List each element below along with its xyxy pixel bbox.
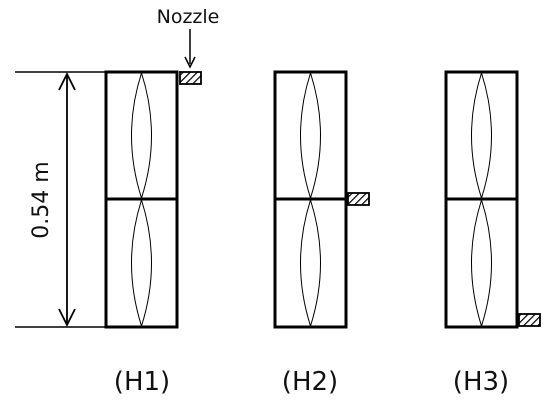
- height-dimension: 0.54 m: [15, 71, 106, 328]
- column-h2-lower-lens: [300, 198, 321, 328]
- nozzle-label: Nozzle: [157, 6, 220, 28]
- nozzle-annotation: Nozzle: [157, 6, 220, 69]
- nozzle-h2: [347, 192, 370, 206]
- dimension-arrowhead-bottom: [58, 308, 76, 328]
- nozzle-pointer-arrowhead: [184, 56, 196, 69]
- column-h3-bottom-section: [444, 197, 519, 329]
- case-label-h3: (H3): [453, 367, 509, 397]
- column-h1-lower-lens: [131, 198, 152, 328]
- case-h3: (H3): [444, 70, 541, 397]
- case-label-h2: (H2): [282, 367, 338, 397]
- column-h3-lower-lens: [471, 198, 492, 328]
- nozzle-h1: [179, 71, 202, 85]
- case-h2: (H2): [273, 70, 370, 397]
- column-h3-upper-lens: [471, 71, 492, 200]
- column-h2-bottom-section: [273, 197, 348, 329]
- column-h1-bottom-section: [104, 197, 179, 329]
- dimension-arrowhead-top: [58, 71, 76, 91]
- column-h1-top-section: [104, 70, 179, 201]
- column-h1-upper-lens: [131, 71, 152, 200]
- dimension-label: 0.54 m: [29, 161, 54, 238]
- nozzle-h3: [518, 313, 541, 327]
- column-h3-top-section: [444, 70, 519, 201]
- column-h2-upper-lens: [300, 71, 321, 200]
- case-label-h1: (H1): [114, 367, 170, 397]
- case-h1: (H1): [104, 70, 202, 397]
- column-h2-top-section: [273, 70, 348, 201]
